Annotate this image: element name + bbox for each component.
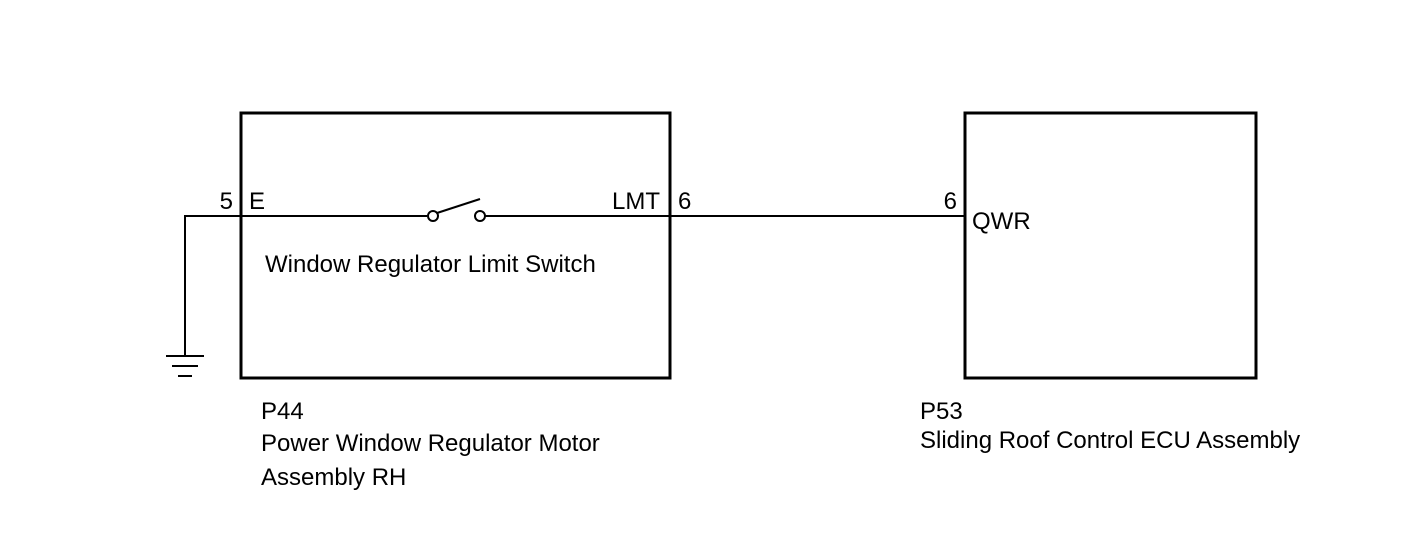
p44-pin-e-number: 5: [220, 188, 233, 215]
p44-pin-lmt-number: 6: [678, 188, 691, 215]
switch-icon: [427, 198, 486, 222]
p44-pin-lmt-label: LMT: [612, 188, 660, 215]
ground-icon: [166, 355, 204, 377]
p53-component-box: [963, 111, 1258, 380]
p44-pin-e-label: E: [249, 188, 265, 215]
p53-name: Sliding Roof Control ECU Assembly: [920, 427, 1300, 454]
p53-connector-id: P53: [920, 398, 963, 425]
p44-connector-id: P44: [261, 398, 304, 425]
limit-switch-label: Window Regulator Limit Switch: [265, 251, 596, 278]
p44-name-line2: Assembly RH: [261, 464, 406, 491]
p53-pin-qwr-label: QWR: [972, 208, 1031, 235]
ground-wire: [184, 215, 241, 355]
p44-name-line1: Power Window Regulator Motor: [261, 430, 600, 457]
p53-pin-qwr-number: 6: [944, 188, 957, 215]
p44-component-box: [239, 111, 672, 380]
